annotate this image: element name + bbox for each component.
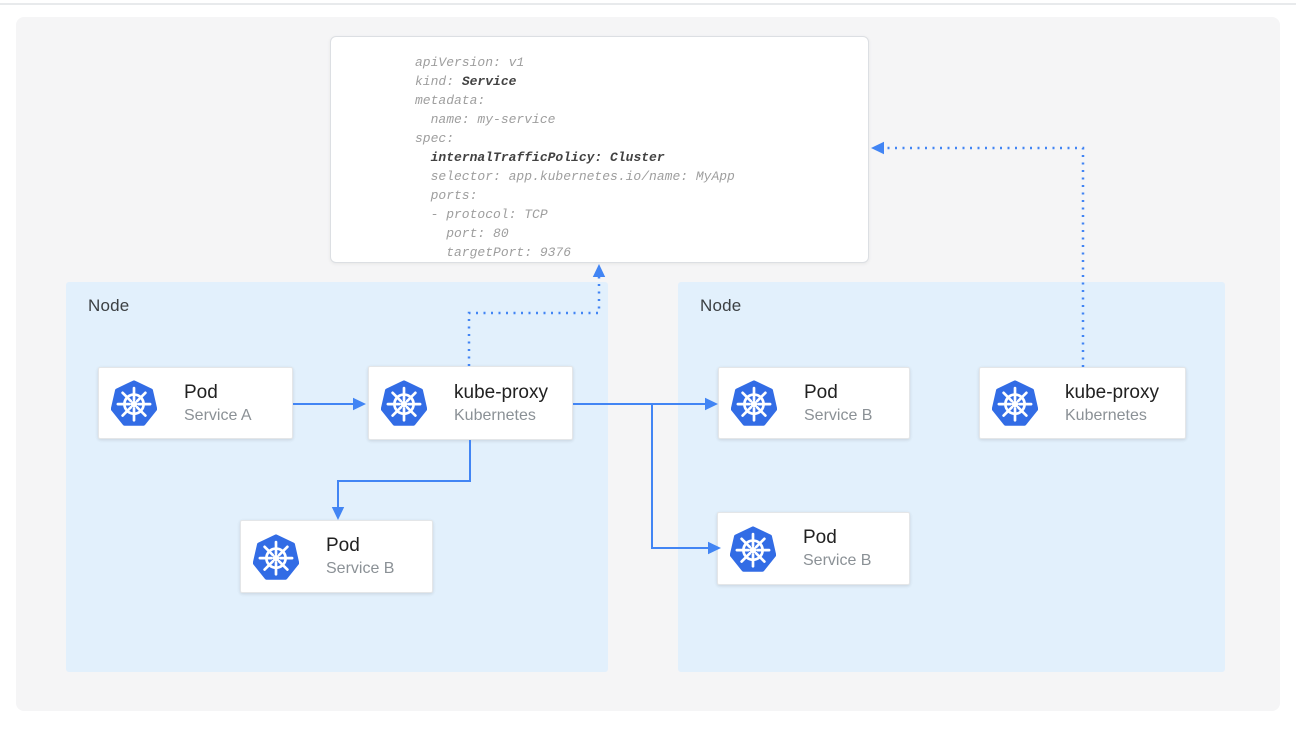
- pod-service-a-card: Pod Service A: [98, 367, 293, 439]
- card-subtitle: Service A: [184, 406, 252, 424]
- yaml-line: selector: app.kubernetes.io/name: MyApp: [415, 167, 735, 186]
- yaml-line: kind: Service: [415, 72, 735, 91]
- yaml-line: ports:: [415, 186, 735, 205]
- pod-service-b-left-card: Pod Service B: [240, 520, 433, 593]
- node-label: Node: [88, 296, 130, 315]
- service-yaml-card: apiVersion: v1 kind: Service metadata: nam…: [330, 36, 869, 263]
- yaml-segment: internalTrafficPolicy: Cluster: [430, 150, 665, 165]
- kubernetes-icon: [111, 380, 157, 426]
- node-label: Node: [700, 296, 742, 315]
- yaml-line: targetPort: 9376: [415, 243, 735, 262]
- card-title: Pod: [184, 381, 218, 403]
- node-box-left: Node: [66, 282, 608, 672]
- yaml-segment: apiVersion: v1: [415, 55, 525, 70]
- yaml-segment: name: my-service: [415, 112, 556, 127]
- card-subtitle: Kubernetes: [454, 406, 536, 424]
- kubernetes-icon: [730, 525, 776, 572]
- card-subtitle: Service B: [804, 406, 873, 424]
- card-title: kube-proxy: [454, 381, 548, 403]
- yaml-code: apiVersion: v1 kind: Service metadata: nam…: [415, 53, 735, 262]
- yaml-segment: ports:: [415, 188, 478, 203]
- kubernetes-icon: [992, 380, 1038, 426]
- kubernetes-icon: [253, 533, 299, 580]
- node-box-right: Node: [678, 282, 1225, 672]
- yaml-line: apiVersion: v1: [415, 53, 735, 72]
- yaml-line: spec:: [415, 129, 735, 148]
- top-divider: [0, 3, 1296, 5]
- card-title: kube-proxy: [1065, 381, 1159, 403]
- yaml-line: name: my-service: [415, 110, 735, 129]
- yaml-segment: kind:: [415, 74, 462, 89]
- kube-proxy-right-card: kube-proxy Kubernetes: [979, 367, 1186, 439]
- kubernetes-icon: [731, 380, 777, 426]
- yaml-segment: port: 80: [415, 226, 509, 241]
- pod-service-b-right-bottom-card: Pod Service B: [717, 512, 910, 585]
- card-subtitle: Kubernetes: [1065, 406, 1147, 424]
- yaml-segment: targetPort: 9376: [415, 245, 572, 260]
- yaml-line: port: 80: [415, 224, 735, 243]
- card-title: Pod: [326, 535, 360, 556]
- card-subtitle: Service B: [803, 552, 872, 569]
- yaml-line: internalTrafficPolicy: Cluster: [415, 148, 735, 167]
- pod-service-b-right-top-card: Pod Service B: [718, 367, 910, 439]
- kube-proxy-left-card: kube-proxy Kubernetes: [368, 366, 573, 440]
- yaml-segment: spec:: [415, 131, 455, 146]
- card-title: Pod: [803, 527, 837, 548]
- yaml-segment: selector: app.kubernetes.io/name: MyApp: [415, 169, 735, 184]
- yaml-segment: [415, 150, 431, 165]
- kubernetes-icon: [381, 380, 427, 426]
- card-subtitle: Service B: [326, 560, 395, 577]
- yaml-segment: Service: [461, 74, 517, 89]
- yaml-segment: - protocol: TCP: [415, 207, 548, 222]
- yaml-line: metadata:: [415, 91, 735, 110]
- card-title: Pod: [804, 381, 838, 403]
- yaml-segment: metadata:: [415, 93, 486, 108]
- yaml-line: - protocol: TCP: [415, 205, 735, 224]
